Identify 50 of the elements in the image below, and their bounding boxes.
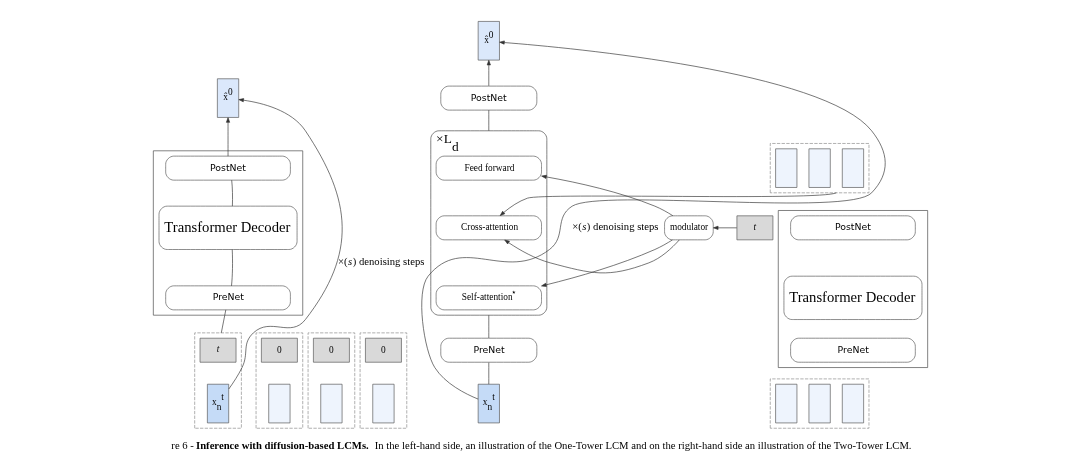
arrow [499, 192, 837, 216]
arrow [227, 98, 342, 390]
node-box [841, 148, 864, 188]
cluster [769, 378, 869, 429]
cluster [359, 332, 407, 429]
node-box: Transformer Decoder [783, 275, 922, 320]
node-box: t [736, 215, 773, 241]
node-box: 0 [260, 337, 298, 363]
node-box [371, 383, 394, 424]
caption: re 6 - Inference with diffusion-based LCMs. In the left-hand side, an illustration of the One-Tower LCM and on the right-hand side an illustration of the Two-Tower LCM. [170, 439, 912, 452]
cluster [193, 332, 242, 429]
node-box [808, 383, 831, 424]
node-box: 0 [364, 337, 402, 363]
node-box: t [199, 337, 236, 363]
node-box: PostNet [164, 155, 291, 181]
cluster [307, 332, 355, 429]
connector [487, 314, 489, 339]
node-box [267, 383, 290, 424]
connector [220, 309, 226, 334]
arrow [540, 174, 673, 217]
arrow [712, 225, 737, 230]
node-box: Cross-attention [435, 215, 542, 241]
arrow [225, 117, 230, 157]
node-box [774, 383, 797, 424]
connector [230, 249, 233, 287]
node-box [774, 148, 797, 188]
arrow [540, 239, 673, 287]
connector [230, 179, 233, 207]
arrow [486, 59, 491, 87]
node-box: PostNet [439, 85, 537, 111]
edge-label: ×(s) denoising steps [571, 219, 658, 232]
arrow [420, 40, 886, 400]
connector [487, 109, 489, 132]
node-box: PreNet [439, 337, 537, 363]
node-box [808, 148, 831, 188]
edge-label: ×(s) denoising steps [337, 254, 424, 267]
node-box: PreNet [164, 285, 291, 311]
node-box: Transformer Decoder [158, 205, 297, 250]
node-box [319, 383, 342, 424]
cluster [255, 332, 303, 429]
node-box: PreNet [789, 337, 916, 363]
node-box [841, 383, 864, 424]
node-box: PostNet [789, 215, 916, 241]
node-box: Feed forward [435, 155, 542, 181]
node-box: 0 [312, 337, 350, 363]
cluster [777, 210, 928, 368]
arrow [503, 239, 680, 274]
node-box: modulator [663, 215, 714, 241]
cluster [152, 150, 303, 316]
cluster [769, 143, 869, 194]
